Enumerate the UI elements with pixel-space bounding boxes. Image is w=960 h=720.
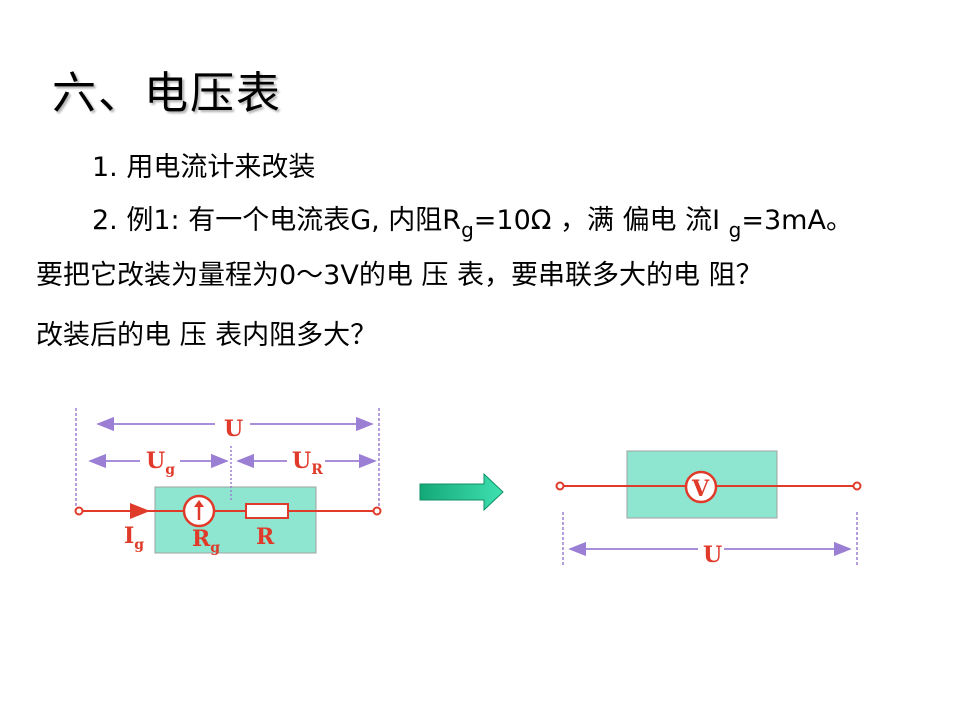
ug-label: Ug	[146, 448, 175, 478]
question-1-text: 要把它改装为量程为0～3V的电 压 表，要串联多大的电 阻？	[36, 260, 763, 291]
voltmeter-v-label: V	[691, 476, 710, 502]
step-1-text: 1. 用电流计来改装	[92, 152, 316, 183]
ig-label: Ig	[124, 523, 144, 553]
r-label: R	[256, 524, 275, 550]
voltmeter-symbol	[684, 470, 718, 504]
example-text-part-b: =10Ω ，满 偏电 流I	[473, 205, 729, 236]
left-terminal	[74, 506, 84, 516]
rg-label: Rg	[192, 526, 220, 556]
voltmeter-right-terminal	[852, 481, 862, 491]
right-voltmeter-diagram: V U	[555, 450, 862, 568]
left-circuit-diagram: U Ug UR Ig Rg R	[74, 408, 382, 556]
transform-arrow	[419, 472, 504, 512]
resistor-symbol	[245, 503, 289, 519]
example-sub-g1: g	[461, 218, 474, 242]
left-circuit-box	[154, 486, 317, 554]
page-title: 六、电压表	[52, 68, 282, 119]
voltmeter-left-terminal	[555, 481, 565, 491]
voltmeter-u-label: U	[703, 542, 722, 568]
example-text-part-c: =3mA。	[741, 205, 853, 236]
question-2-text: 改装后的电 压 表内阻多大？	[36, 320, 378, 351]
example-text: 2. 例1: 有一个电流表G, 内阻Rg=10Ω ，满 偏电 流I g=3mA。	[92, 203, 853, 242]
ur-label: UR	[292, 448, 323, 478]
example-sub-g2: g	[728, 218, 742, 242]
galvanometer-needle-head	[194, 500, 204, 507]
right-terminal	[372, 506, 382, 516]
example-text-part-a: 2. 例1: 有一个电流表G, 内阻R	[92, 205, 462, 236]
u-label: U	[224, 416, 243, 442]
